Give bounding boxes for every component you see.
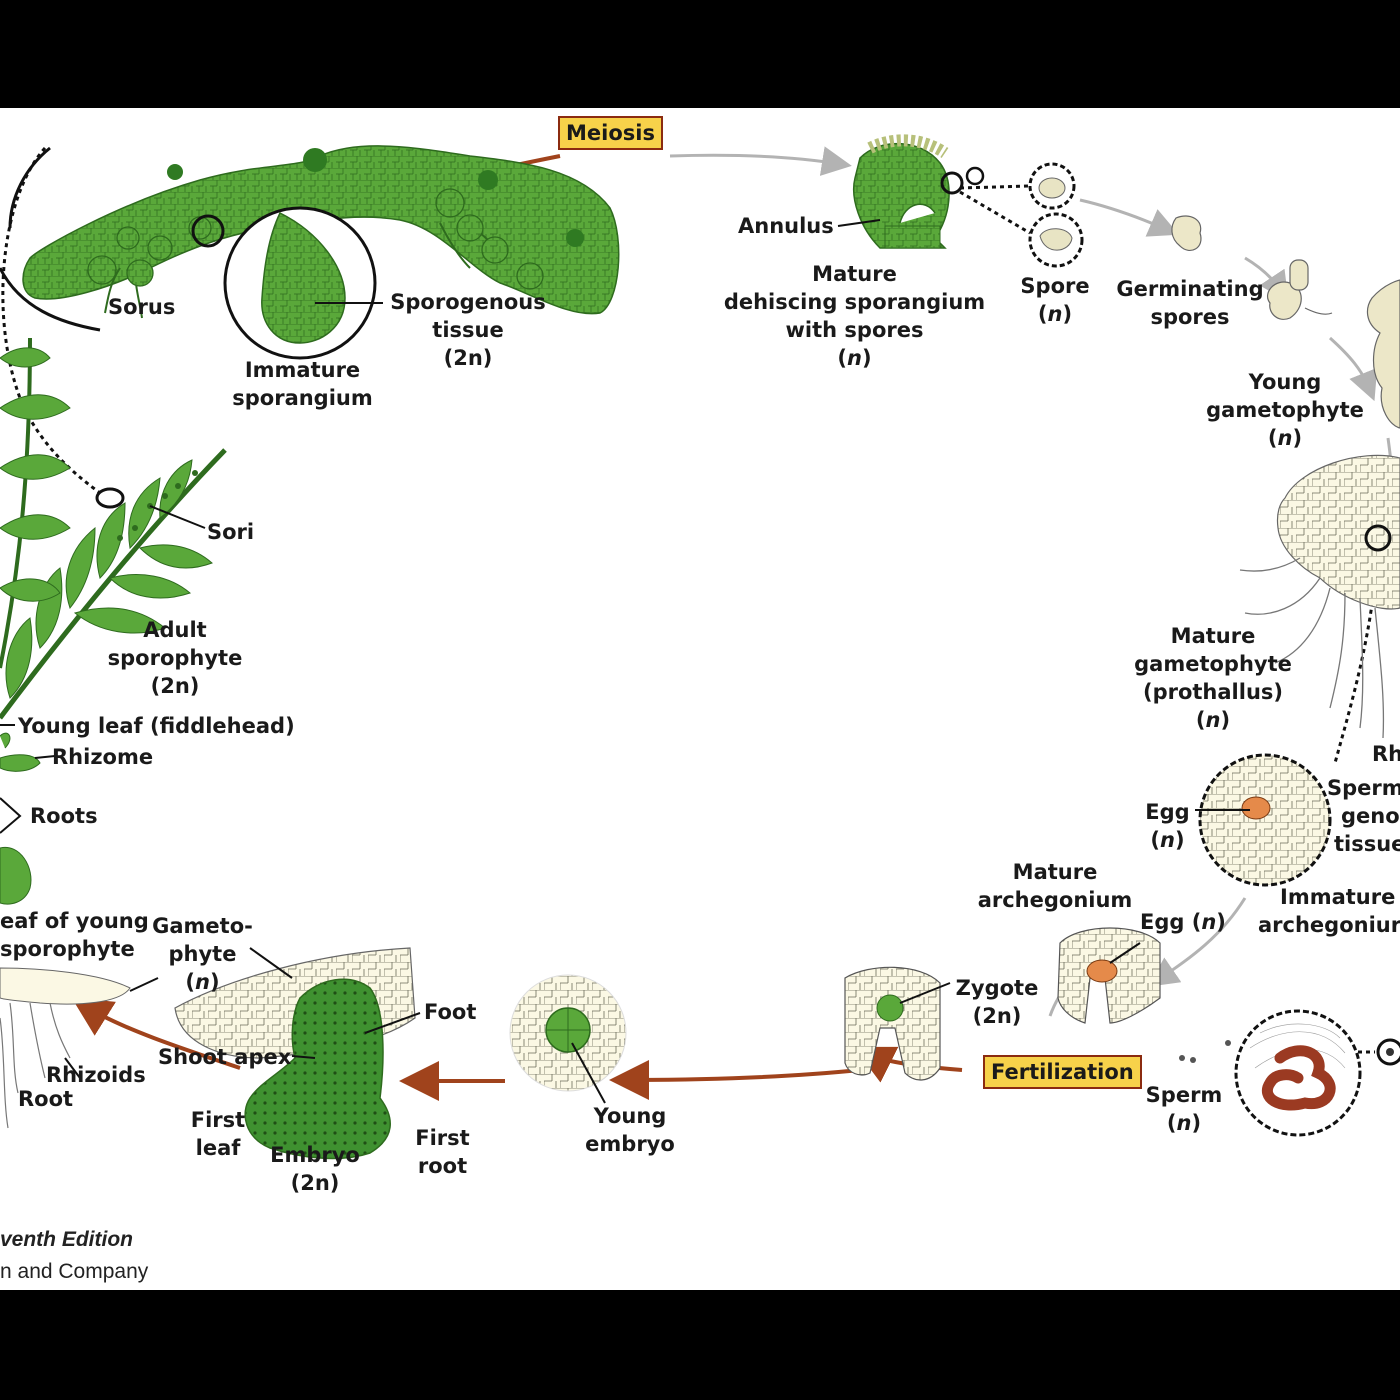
edition-credit: venth Edition [0,1228,133,1251]
roots-label: Roots [30,804,98,828]
sperm-detail [1179,1009,1400,1137]
egg-mature-label: Egg (n) [1140,910,1226,934]
life-cycle-artwork [0,134,1400,1160]
arrow-embryo-to-young-sporophyte [71,997,241,1070]
rhizome-label: Rhizome [52,745,154,769]
annulus-label: Annulus [738,214,834,238]
meiosis-label: Meiosis [558,116,663,150]
root-label: Root [18,1087,74,1111]
gametophyte-n-label: Gameto-phyte (n) [152,914,253,994]
leaf-cross-section [22,145,620,319]
arrow-zygote-to-young-embryo [609,1059,861,1100]
dashed-spore-link-1 [959,184,1031,190]
young-leaf-label: Young leaf (fiddlehead) [18,714,295,738]
spore-circles [1028,162,1084,268]
sorus-label: Sorus [108,295,176,319]
immature-sporangium-detail [223,206,383,360]
embryo-label: Embryo(2n) [270,1143,360,1195]
arrow-to-mature-archegonium [1148,897,1247,987]
sori-label: Sori [207,520,255,544]
rhizoid-partial-label: Rh [1372,742,1400,766]
young-sporophyte [0,846,159,1129]
publisher-credit: n and Company [0,1260,149,1283]
foot-label: Foot [424,1000,477,1024]
spermatogenous-tissue-label: Sperma genou tissue [1327,776,1400,856]
arrow-young-gametophyte [1328,336,1378,402]
sorus-highlight-ring [191,214,225,248]
arc-left-bottom [0,267,101,332]
mature-gametophyte [1239,454,1400,739]
egg-immature-label: Egg(n) [1145,800,1190,852]
shoot-apex-label: Shoot apex [158,1045,292,1069]
arrow-meiosis-gray [669,146,852,176]
germinating-spores [1171,215,1333,320]
mature-archegonium [1057,927,1161,1024]
dashed-spore-link-2 [959,190,1031,235]
arc-left-top [8,146,51,229]
zygote-detail [844,966,951,1081]
spore-label: Spore(n) [1020,274,1090,326]
young-embryo-detail [509,974,627,1104]
arrow-spore-to-germinating [1079,198,1180,237]
dashed-sorus-link [1,146,101,495]
rhizoids-label: Rhizoids [46,1063,146,1087]
zygote-label: Zygote(2n) [955,976,1039,1028]
fertilization-label: Fertilization [983,1055,1142,1089]
immature-archegonium-detail [1195,753,1332,887]
sperm-label: Sperm(n) [1145,1083,1223,1135]
young-gametophyte [1366,279,1400,429]
mature-sporangium [837,134,985,249]
embryo-on-gametophyte [174,947,421,1160]
adult-fern [0,337,227,834]
